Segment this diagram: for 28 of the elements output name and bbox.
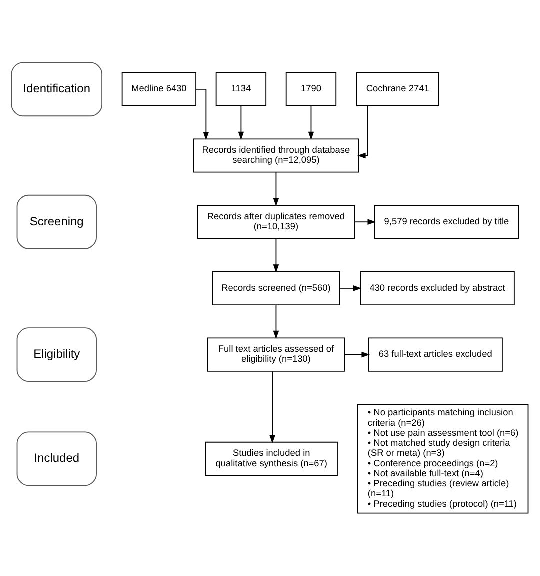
node-box: Studies included in qualitative synthesis (n=67) (205, 442, 338, 476)
node-box: Eligibility (16, 328, 97, 382)
node-box: 1790 (286, 72, 337, 106)
node-box: Identification (11, 62, 102, 117)
node-box: 1134 (216, 72, 267, 106)
node-box: Medline 6430 (122, 72, 196, 106)
arrow (358, 106, 368, 159)
node-box: • No participants matching inclusion criteria (n=26) • Not use pain assessment tool (n=6) • Not matched study design criteria (SR or meta) (n=3) • Conference proceedings (n=2) • Not available full-text (n=4) • Preceding studies (review article) (n=11) • Preceding studies (protocol) (n=11) (357, 404, 529, 514)
node-box: Full text articles assessed of eligibility (n=130) (207, 338, 346, 372)
arrow (354, 219, 376, 226)
arrow (344, 352, 370, 358)
arrow (196, 88, 210, 140)
node-box: Included (16, 432, 97, 486)
node-box: Records identified through database searching (n=12,095) (193, 138, 360, 173)
arrow (308, 106, 314, 140)
node-box: 430 records excluded by abstract (360, 271, 515, 306)
node-box: 9,579 records excluded by title (374, 205, 520, 240)
node-box: 63 full-text articles excluded (368, 338, 503, 372)
arrow (340, 286, 362, 292)
arrow (270, 371, 276, 444)
node-box: Screening (16, 194, 97, 250)
node-box: Records screened (n=560) (212, 271, 340, 306)
node-box: Records after duplicates removed (n=10,139) (197, 205, 355, 240)
arrow (273, 238, 280, 273)
arrow (273, 304, 280, 340)
node-box: Cochrane 2741 (356, 72, 440, 106)
arrow (273, 172, 280, 207)
arrow (238, 106, 244, 140)
